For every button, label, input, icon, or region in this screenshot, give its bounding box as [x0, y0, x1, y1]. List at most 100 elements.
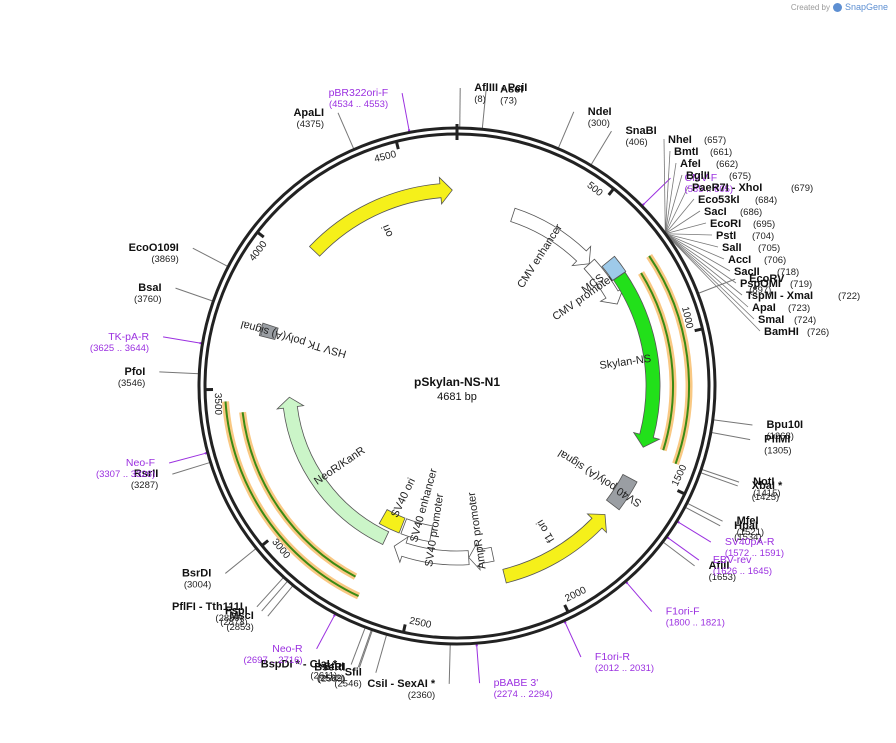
- site-mfei[interactable]: MfeI(1521): [737, 515, 764, 538]
- site-csii-sexai[interactable]: CsiI - SexAI *(2360): [367, 678, 436, 701]
- site-name: BseRI: [314, 662, 345, 674]
- site-name: BsaI: [138, 282, 161, 294]
- feature-ori[interactable]: [308, 176, 453, 257]
- site-bglii[interactable]: BglII(675): [686, 170, 751, 182]
- feature-skylan-ns[interactable]: [612, 271, 661, 448]
- site-pspomi[interactable]: PspOMI(719): [740, 278, 812, 290]
- site-name: AseI: [500, 83, 523, 95]
- site-bseri[interactable]: BseRI(2589): [314, 662, 345, 685]
- feature-mcs[interactable]: [601, 255, 627, 281]
- site-psti[interactable]: PstI(704): [716, 230, 774, 242]
- site-asei[interactable]: AseI(73): [500, 83, 523, 106]
- site-tspmi-xmai[interactable]: TspMI - XmaI(722): [746, 290, 860, 302]
- site-sali[interactable]: SalI(705): [722, 242, 780, 254]
- site-position: (2889): [215, 613, 242, 624]
- site-bmti[interactable]: BmtI(661): [674, 146, 732, 158]
- feature-sv40-poly-a-signal[interactable]: [605, 473, 638, 511]
- credit-prefix: Created by: [790, 2, 830, 12]
- feature-neor-kanr[interactable]: [276, 396, 390, 545]
- site-ecori[interactable]: EcoRI(695): [710, 218, 775, 230]
- site-leader: [557, 111, 575, 149]
- site-leader: [665, 210, 701, 235]
- site-leader: [665, 233, 731, 272]
- site-fspi[interactable]: FspI(2873): [220, 605, 247, 628]
- site-paer7i-xhoi[interactable]: PaeR7I - XhoI(679): [692, 182, 813, 194]
- site-pflmi[interactable]: PflMI(1305): [764, 434, 791, 457]
- primer-name: TK-pA-R: [108, 331, 149, 343]
- credit-brand: SnapGene: [844, 2, 888, 12]
- primer-name: pBABE 3': [494, 677, 539, 689]
- site-bsai[interactable]: BsaI(3760): [134, 282, 161, 305]
- site-hpai[interactable]: HpaI(1534): [734, 520, 761, 543]
- primer-f1ori-r[interactable]: F1ori-R(2012 .. 2031): [595, 651, 654, 674]
- coordinate-tick: [255, 230, 265, 239]
- coordinate-tick: [694, 327, 704, 333]
- site-position: (406): [625, 137, 647, 148]
- site-leader: [665, 233, 719, 248]
- site-bamhi[interactable]: BamHI(726): [764, 326, 829, 338]
- tick-label: 3500: [212, 393, 223, 416]
- site-afliii-pcii[interactable]: AflIII - PciI(8): [474, 82, 527, 105]
- site-bspdi-clai[interactable]: BspDI * - ClaI *(2611): [261, 659, 338, 682]
- primer-tk-pa-r[interactable]: TK-pA-R(3625 .. 3644): [90, 331, 150, 354]
- site-bsrdi[interactable]: BsrDI(3004): [182, 567, 211, 590]
- site-bpu10i[interactable]: Bpu10I(1268): [766, 419, 803, 442]
- site-afei[interactable]: AfeI(662): [680, 158, 738, 170]
- site-acci[interactable]: AccI(706): [728, 254, 786, 266]
- site-leader: [665, 233, 737, 284]
- site-name: AfeI: [680, 158, 701, 170]
- feature-f1-ori[interactable]: [502, 513, 607, 584]
- site-name: SacI: [704, 206, 727, 218]
- site-ecorv[interactable]: EcoRV(897): [749, 273, 785, 296]
- site-smai[interactable]: SmaI(724): [758, 314, 816, 326]
- primer-ebv-rev[interactable]: EBV-rev(1626 .. 1645): [713, 554, 772, 577]
- primer-cmv-f[interactable]: CMV-F(585 .. 605): [684, 172, 733, 195]
- site-ndei[interactable]: NdeI(300): [588, 106, 612, 129]
- site-sfii[interactable]: SfiI(2546): [334, 667, 361, 690]
- feature-cmv-promoter[interactable]: [583, 258, 625, 305]
- site-snabi[interactable]: SnaBI(406): [625, 125, 656, 148]
- site-name: XbaI *: [752, 480, 783, 492]
- site-noti[interactable]: NotI(1415): [753, 476, 780, 499]
- site-rsrii[interactable]: RsrII(3287): [131, 468, 158, 491]
- site-stui[interactable]: StuI(2592): [317, 661, 344, 684]
- plasmid-size: 4681 bp: [437, 391, 477, 403]
- site-apai[interactable]: ApaI(723): [752, 302, 810, 314]
- primer-neo-f[interactable]: Neo-F(3307 .. 3326): [96, 457, 155, 480]
- site-ecoo109i[interactable]: EcoO109I(3869): [129, 242, 179, 265]
- feature-sv40-ori[interactable]: [378, 509, 406, 534]
- feature-hsv-tk-poly-a-signal[interactable]: [258, 322, 279, 340]
- feature-cmv-enhancer[interactable]: [510, 207, 592, 267]
- site-position: (3546): [118, 378, 145, 389]
- site-leader: [665, 233, 743, 296]
- site-leader: [662, 541, 695, 567]
- site-apali[interactable]: ApaLI(4375): [293, 107, 324, 130]
- site-position: (3760): [134, 294, 161, 305]
- site-position: (2853): [226, 622, 253, 633]
- primer-pbabe-3[interactable]: pBABE 3'(2274 .. 2294): [494, 677, 553, 700]
- site-name: PspOMI: [740, 278, 781, 290]
- site-sacii[interactable]: SacII(718): [734, 266, 799, 278]
- site-position: (724): [794, 315, 816, 326]
- primer-position: (2697 .. 2716): [243, 655, 302, 666]
- site-position: (897): [749, 285, 771, 296]
- primer-neo-r[interactable]: Neo-R(2697 .. 2716): [243, 643, 303, 666]
- site-msci[interactable]: MscI(2853): [226, 610, 253, 633]
- site-eco53ki[interactable]: Eco53kI(684): [698, 194, 777, 206]
- site-pflfi-tth111i[interactable]: PflFI - Tth111I(2889): [172, 601, 243, 624]
- site-nhei[interactable]: NheI(657): [668, 134, 726, 146]
- primer-pbr322ori-f[interactable]: pBR322ori-F(4534 .. 4553): [329, 87, 389, 110]
- feature-ampr-promoter[interactable]: [468, 542, 495, 572]
- feature-sv40-enhancer[interactable]: [400, 518, 433, 543]
- feature-sv40-promoter[interactable]: [393, 536, 470, 566]
- site-pfoi[interactable]: PfoI(3546): [118, 366, 145, 389]
- site-aflii[interactable]: AflII(1653): [709, 560, 736, 583]
- site-leader: [664, 174, 683, 234]
- site-saci[interactable]: SacI(686): [704, 206, 762, 218]
- site-xbai[interactable]: XbaI *(1425): [752, 480, 783, 503]
- primer-f1ori-f[interactable]: F1ori-F(1800 .. 1821): [666, 606, 725, 629]
- primer-sv40pa-r[interactable]: SV40pA-R(1572 .. 1591): [725, 536, 784, 559]
- site-position: (1268): [766, 431, 793, 442]
- feature-label: ori: [380, 223, 396, 239]
